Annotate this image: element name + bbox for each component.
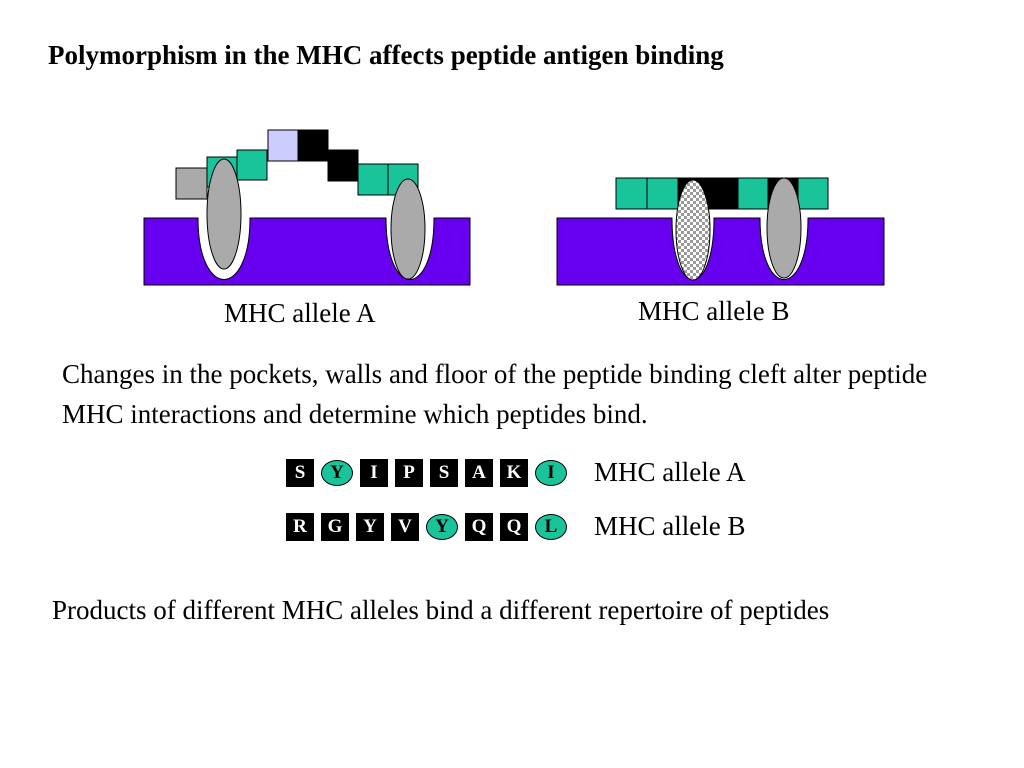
pocket-a-right (390, 178, 426, 280)
peptide-a-residue-5 (297, 129, 329, 162)
residue-box: V (391, 512, 419, 541)
peptide-b-residue-1 (615, 177, 648, 210)
anchor-residue: Y (426, 513, 458, 540)
sequence-label: MHC allele A (594, 457, 746, 487)
peptide-b-residue-7 (797, 177, 829, 210)
residue-box: Q (500, 512, 528, 541)
mhc-b-floor (556, 217, 885, 286)
mhc-allele-b-diagram (556, 177, 885, 286)
allele-a-label: MHC allele A (224, 298, 376, 328)
anchor-residue: L (535, 513, 567, 540)
residue-box: S (286, 458, 314, 487)
sequence-row-allele-b: R G Y V Y Q Q L MHC allele B (286, 511, 745, 542)
peptide-a-residue-4 (267, 129, 299, 162)
pocket-b-right (766, 177, 802, 279)
peptide-a-residue-1 (175, 167, 208, 200)
peptide-b-residue-2 (646, 177, 679, 210)
allele-b-label: MHC allele B (638, 296, 790, 326)
peptide-b-residue-5 (737, 177, 769, 210)
sequence-label: MHC allele B (594, 511, 746, 541)
anchor-residue: I (535, 459, 567, 486)
peptide-a-residue-6 (327, 149, 359, 182)
residue-box: R (286, 512, 314, 541)
residue-box: Y (356, 512, 384, 541)
page-title: Polymorphism in the MHC affects peptide … (48, 40, 724, 70)
mhc-a-floor (143, 217, 471, 286)
residue-box: P (395, 458, 423, 487)
mhc-allele-a-diagram (143, 129, 471, 286)
sequence-row-allele-a: S Y I P S A K I MHC allele A (286, 457, 745, 488)
pocket-b-left (675, 179, 711, 281)
residue-box: A (465, 458, 493, 487)
description-paragraph: Changes in the pockets, walls and floor … (62, 359, 928, 429)
summary-paragraph: Products of different MHC alleles bind a… (52, 595, 830, 625)
residue-box: G (321, 512, 349, 541)
residue-box: K (500, 458, 528, 487)
anchor-residue: Y (321, 459, 353, 486)
peptide-b-residue-4 (707, 177, 739, 210)
peptide-a-residue-3 (236, 149, 268, 181)
residue-box: I (360, 458, 388, 487)
mhc-binding-diagram (143, 129, 885, 286)
peptide-a-residue-7 (357, 163, 389, 196)
pocket-a-left (206, 158, 242, 270)
residue-box: Q (465, 512, 493, 541)
residue-box: S (430, 458, 458, 487)
